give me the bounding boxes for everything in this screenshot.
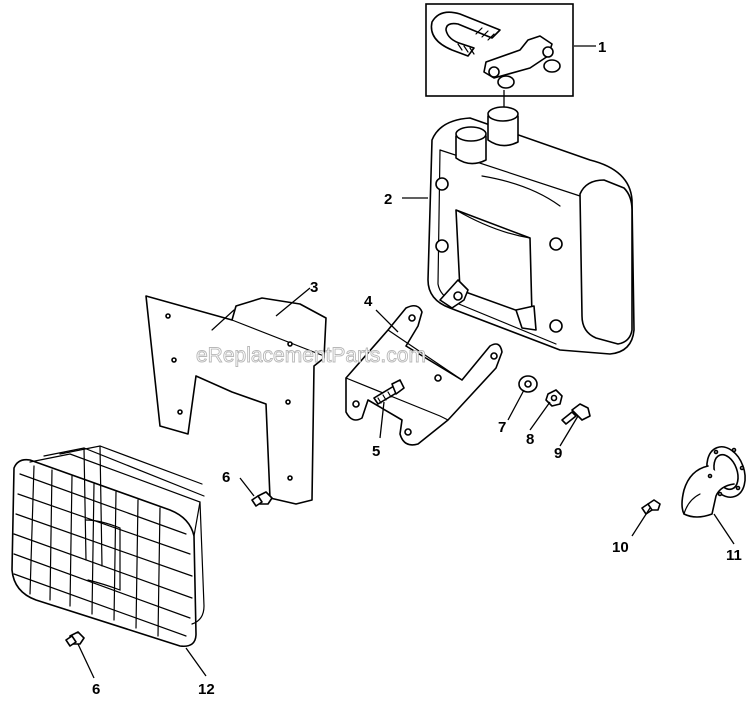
leader-lines — [77, 45, 735, 679]
callout-12: 12 — [198, 681, 215, 698]
callout-6-upper: 6 — [222, 469, 230, 486]
callout-labels: 1 2 3 4 5 6 7 8 9 10 11 6 12 — [92, 39, 742, 698]
callout-8: 8 — [526, 431, 534, 448]
screw-icon[interactable] — [561, 403, 591, 425]
screw-icon[interactable] — [65, 631, 85, 647]
heat-shield-icon[interactable] — [145, 295, 327, 505]
muffler-icon[interactable] — [427, 106, 635, 355]
screw-icon[interactable] — [373, 379, 405, 405]
callout-9: 9 — [554, 445, 562, 462]
callout-3: 3 — [310, 279, 318, 296]
muffler-bracket-icon[interactable] — [345, 304, 503, 446]
callout-1: 1 — [598, 39, 606, 56]
screw-icon[interactable] — [641, 499, 661, 515]
callout-2: 2 — [384, 191, 392, 208]
callout-5: 5 — [372, 443, 380, 460]
u-bolt-clamp-kit-icon[interactable] — [425, 3, 574, 110]
spark-guard-cage-icon[interactable] — [11, 445, 205, 648]
callout-6-lower: 6 — [92, 681, 100, 698]
callout-10: 10 — [612, 539, 629, 556]
callout-7: 7 — [498, 419, 506, 436]
exhaust-elbow-icon[interactable] — [681, 441, 750, 518]
screw-icon[interactable] — [251, 491, 273, 507]
callout-11: 11 — [726, 547, 742, 564]
washer-icon[interactable] — [518, 375, 538, 393]
watermark: eReplacementParts.com — [196, 344, 426, 367]
callout-4: 4 — [364, 293, 373, 310]
